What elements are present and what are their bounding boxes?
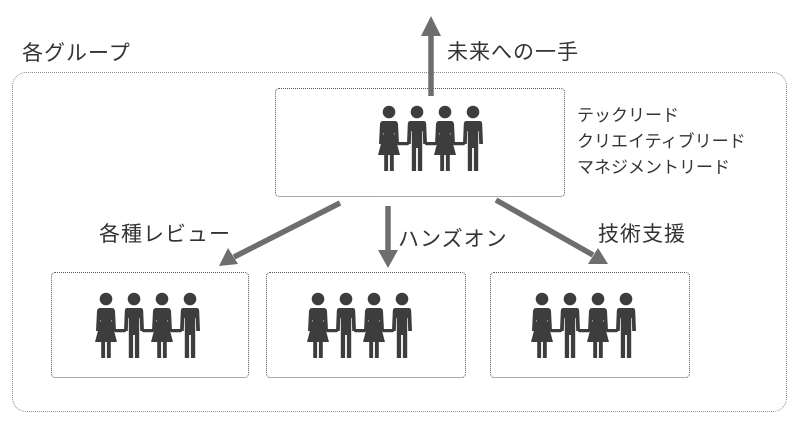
role-management-lead: マネジメントリード	[577, 158, 730, 178]
lead-people-icon	[378, 106, 483, 171]
branch-support-label: 技術支援	[598, 222, 686, 246]
group-container	[12, 72, 787, 412]
lead-roles-list: テックリード クリエイティブリード マネジメントリード	[577, 103, 746, 181]
group-label: 各グループ	[22, 41, 131, 65]
arrow-to-review	[219, 200, 342, 266]
role-creative-lead: クリエイティブリード	[577, 132, 746, 152]
arrow-to-handson	[378, 206, 398, 268]
handson-people-icon	[307, 293, 412, 358]
role-tech-lead: テックリード	[577, 106, 679, 126]
arrow-up-future	[421, 16, 441, 96]
arrows	[219, 16, 608, 268]
review-team-box	[51, 272, 249, 378]
review-people-icon	[95, 293, 200, 358]
support-people-icon	[531, 293, 636, 358]
branch-review-label: 各種レビュー	[99, 222, 231, 246]
arrow-to-support	[494, 197, 608, 264]
branch-handson-label: ハンズオン	[398, 227, 508, 251]
future-label: 未来への一手	[447, 40, 579, 64]
